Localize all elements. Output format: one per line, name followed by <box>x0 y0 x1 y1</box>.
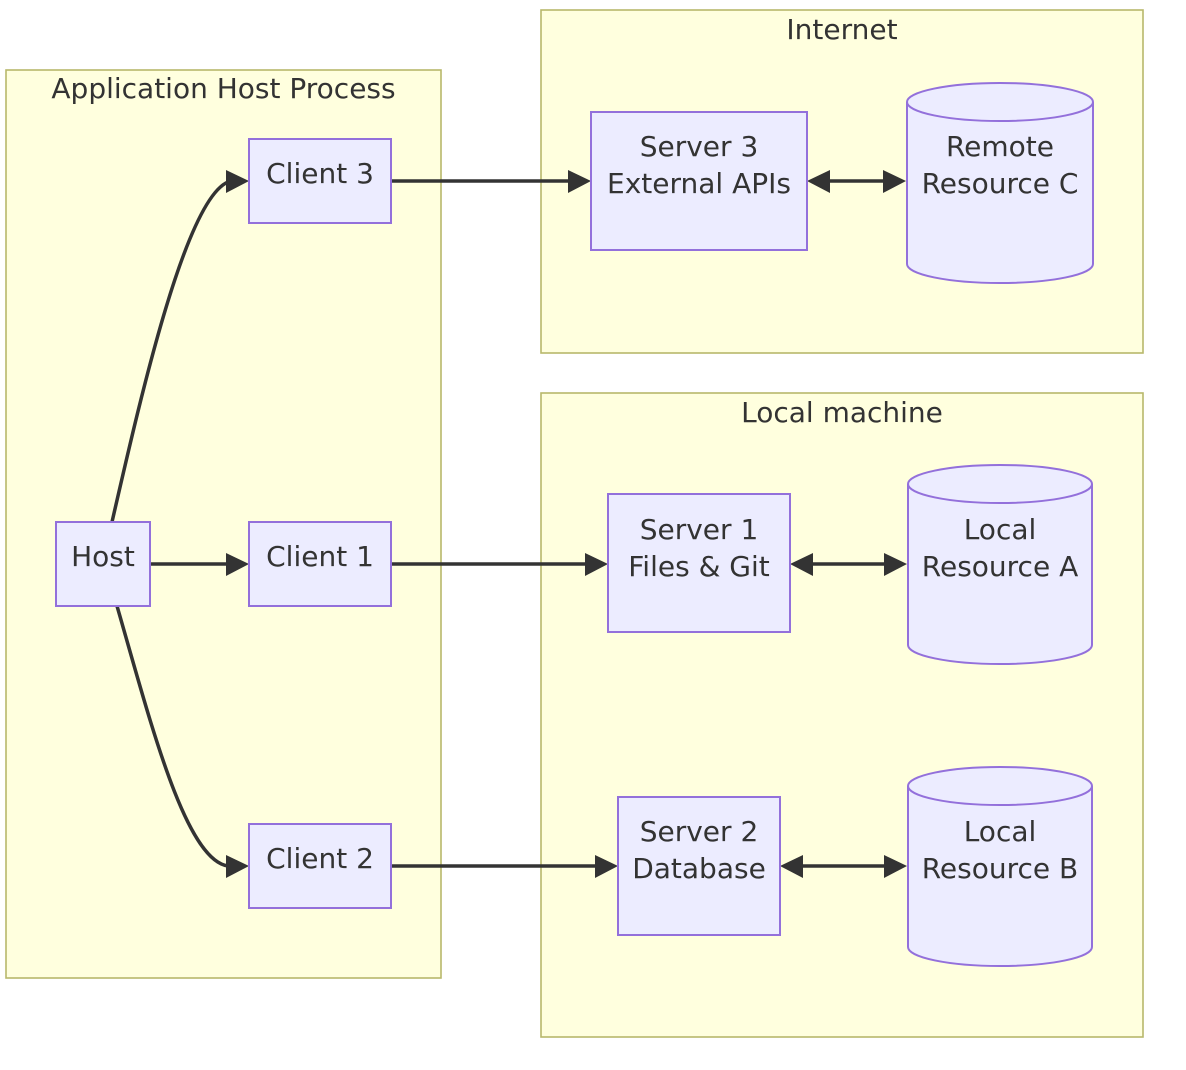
node-label-line2: External APIs <box>607 167 791 200</box>
arrowhead-server3-side <box>807 170 830 193</box>
node-host[interactable]: Host <box>55 521 151 607</box>
cluster-label-internet: Internet <box>786 13 897 46</box>
node-label-line2: Files & Git <box>628 550 770 583</box>
node-server-1[interactable]: Server 1 Files & Git <box>607 493 791 633</box>
arrowhead-server1 <box>585 553 608 576</box>
node-label-line1: Local <box>964 815 1037 848</box>
node-label-line1: Remote <box>946 130 1054 163</box>
node-label-line2: Database <box>632 852 766 885</box>
node-server-3[interactable]: Server 3 External APIs <box>590 111 808 251</box>
node-label-line1: Server 3 <box>640 130 759 163</box>
node-label-line2: Resource A <box>922 550 1078 583</box>
arrowhead-server1-side <box>790 553 813 576</box>
arrowhead-server3 <box>568 170 591 193</box>
arrowhead-client1 <box>226 553 249 576</box>
database-icon-remote-resource-c[interactable]: Remote Resource C <box>906 82 1094 284</box>
edge-host-client2 <box>115 605 229 868</box>
arrowhead-server2 <box>595 855 618 878</box>
arrowhead-resourceA <box>884 553 907 576</box>
node-label: Client 2 <box>266 842 374 875</box>
node-label: Client 3 <box>266 157 374 190</box>
database-icon-local-resource-b[interactable]: Local Resource B <box>907 766 1093 967</box>
node-label-line1: Local <box>964 513 1037 546</box>
node-label: Host <box>71 540 135 573</box>
node-label-line1: Server 2 <box>640 815 759 848</box>
arrowhead-client3 <box>226 170 249 193</box>
node-server-2[interactable]: Server 2 Database <box>617 796 781 936</box>
database-icon-local-resource-a[interactable]: Local Resource A <box>907 464 1093 665</box>
arrowhead-client2 <box>226 855 249 878</box>
node-label-line2: Resource B <box>922 852 1079 885</box>
node-client-1[interactable]: Client 1 <box>248 521 392 607</box>
cluster-label-application-host: Application Host Process <box>51 72 395 105</box>
cluster-label-local-machine: Local machine <box>741 396 943 429</box>
node-client-3[interactable]: Client 3 <box>248 138 392 224</box>
node-label-line2: Resource C <box>922 167 1079 200</box>
arrowhead-server2-side <box>780 855 803 878</box>
arrowhead-resourceB <box>884 855 907 878</box>
node-client-2[interactable]: Client 2 <box>248 823 392 909</box>
arrowhead-resourceC <box>883 170 906 193</box>
edge-host-client3 <box>110 180 229 523</box>
node-label-line1: Server 1 <box>640 513 759 546</box>
node-label: Client 1 <box>266 540 374 573</box>
